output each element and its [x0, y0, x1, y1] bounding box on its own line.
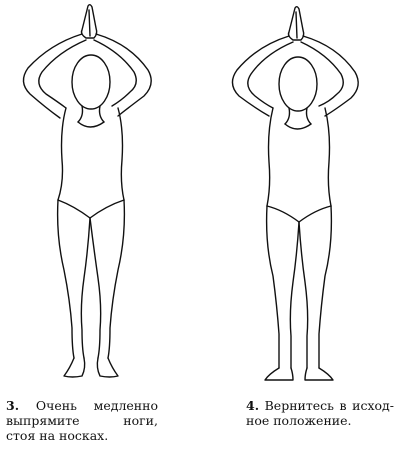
torso: [266, 107, 274, 207]
right-foot: [304, 367, 334, 381]
caption-line: ное положение.: [246, 413, 352, 428]
right-leg: [107, 199, 126, 359]
caption-line: 3. Очень медленно: [6, 398, 158, 413]
left-leg: [265, 205, 280, 369]
caption-text: Очень медленно: [35, 398, 158, 413]
left-arm: [231, 35, 290, 117]
figure-initial-position: [203, 0, 406, 392]
head: [278, 56, 318, 112]
right-arm: [95, 33, 152, 117]
right-arm: [302, 35, 359, 117]
left-foot: [63, 357, 86, 378]
left-leg: [56, 199, 75, 359]
caption-text: Вернитесь в исход-: [264, 398, 394, 413]
right-leg: [318, 205, 333, 369]
caption-step-4: 4. Вернитесь в исход- ное положение.: [246, 398, 394, 428]
left-foot: [264, 367, 294, 381]
figure-on-toes: [0, 0, 203, 392]
caption-line: стоя на носках.: [6, 428, 109, 443]
left-arm: [22, 33, 83, 119]
right-foot: [96, 357, 119, 378]
caption-line: 4. Вернитесь в исход-: [246, 398, 394, 413]
step-number: 3.: [6, 398, 20, 413]
caption-step-3: 3. Очень медленно выпрямите ноги, стоя н…: [6, 398, 158, 443]
torso: [57, 107, 67, 201]
step-number: 4.: [246, 398, 260, 413]
caption-line: выпрямите ноги,: [6, 413, 158, 428]
head: [71, 54, 111, 110]
